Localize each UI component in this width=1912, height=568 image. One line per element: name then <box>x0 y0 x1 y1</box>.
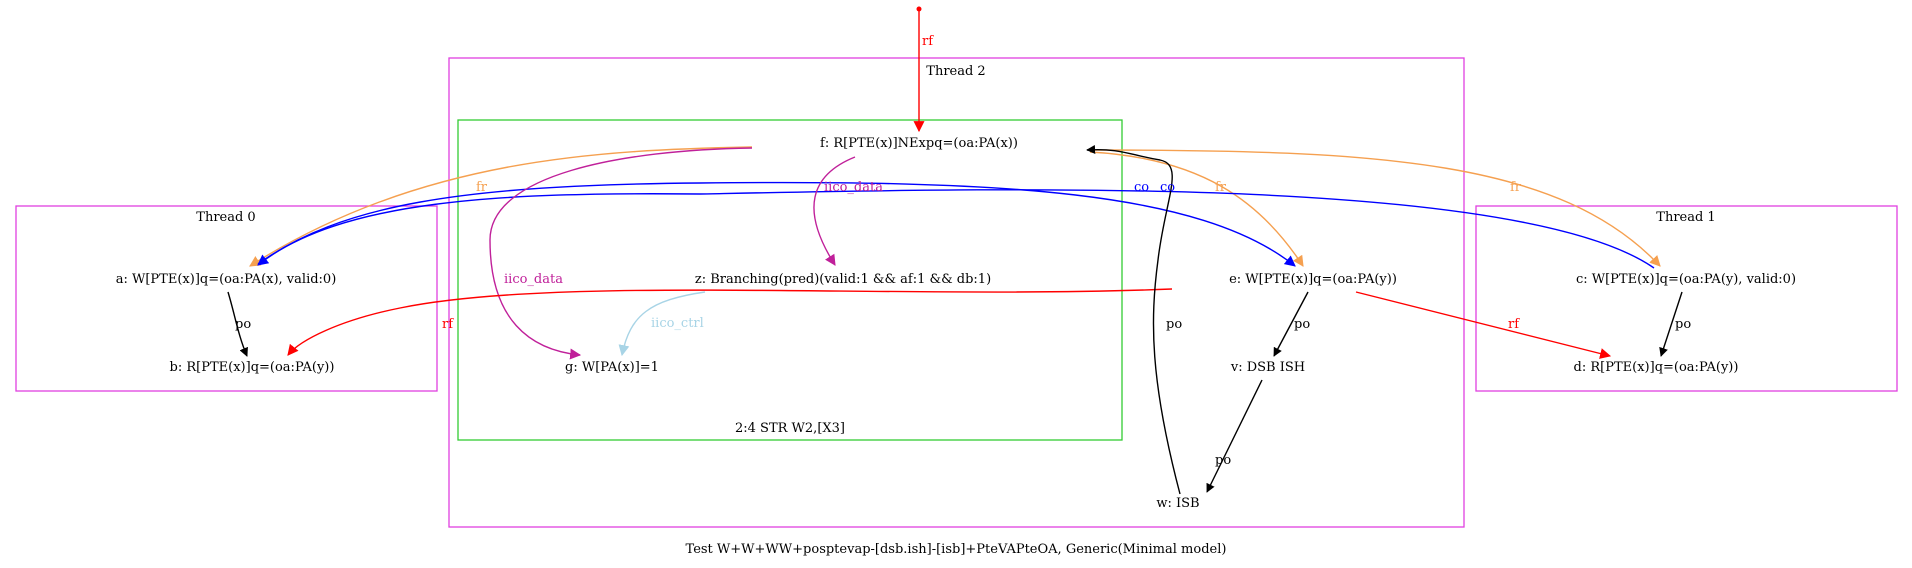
cluster-thread-1-label: Thread 1 <box>1656 210 1715 225</box>
edge-label-rf-b: rf <box>442 317 454 332</box>
edge-label-po-ev: po <box>1294 317 1310 332</box>
edge-label-co-2: co <box>1160 180 1175 195</box>
edge-fr-f-e <box>1089 151 1304 267</box>
edge-po-e-f <box>1089 102 1176 151</box>
edge-label-po-vw: po <box>1215 453 1231 468</box>
edge-label-iico-ctrl: iico_ctrl <box>651 316 704 331</box>
edge-po-w-f <box>1086 145 1181 495</box>
edge-po-a-b <box>227 291 248 357</box>
edge-label-rf-init: rf <box>922 34 934 49</box>
node-b: b: R[PTE(x)]q=(oa:PA(y)) <box>170 360 335 375</box>
edge-iico-data-f-z <box>813 156 856 266</box>
edge-label-iico-data-g: iico_data <box>504 272 563 287</box>
cluster-instruction: 2:4 STR W2,[X3] <box>457 119 1123 441</box>
edge-label-co-1: co <box>1134 180 1149 195</box>
cluster-thread-0: Thread 0 <box>15 205 438 392</box>
edge-rf-e-d <box>1355 291 1612 359</box>
node-c: c: W[PTE(x)]q=(oa:PA(y), valid:0) <box>1576 272 1796 287</box>
node-g: g: W[PA(x)]=1 <box>565 360 659 375</box>
edge-label-iico-data-z: iico_data <box>824 180 883 195</box>
node-w: w: ISB <box>1156 496 1199 511</box>
edge-co-a-e <box>257 181 1296 267</box>
edge-co-c-a <box>257 189 1655 269</box>
cluster-thread-2-label: Thread 2 <box>926 64 985 79</box>
initial-state-point <box>916 6 922 12</box>
node-e: e: W[PTE(x)]q=(oa:PA(y)) <box>1229 272 1397 287</box>
edge-rf-e-b <box>287 288 1173 356</box>
edge-label-fr-a: fr <box>476 180 488 195</box>
edge-label-po-ab: po <box>235 317 251 332</box>
cluster-thread-1: Thread 1 <box>1475 205 1898 392</box>
node-d: d: R[PTE(x)]q=(oa:PA(y)) <box>1574 360 1739 375</box>
edge-iico-data-f-g <box>489 147 753 360</box>
node-f: f: R[PTE(x)]NExpq=(oa:PA(x)) <box>820 136 1018 151</box>
edge-fr-f-c <box>1089 149 1661 267</box>
edge-iico-ctrl-z-g <box>618 291 706 357</box>
edge-label-fr-e: fr <box>1215 180 1227 195</box>
edge-fr-f-a <box>249 146 753 267</box>
node-z: z: Branching(pred)(valid:1 && af:1 && db… <box>695 272 991 287</box>
cluster-thread-0-label: Thread 0 <box>196 210 255 225</box>
node-a: a: W[PTE(x)]q=(oa:PA(x), valid:0) <box>116 272 337 287</box>
node-v: v: DSB ISH <box>1230 360 1305 375</box>
edge-label-po-wf: po <box>1166 317 1182 332</box>
edge-label-po-cd: po <box>1675 317 1691 332</box>
edge-label-rf-d: rf <box>1508 317 1520 332</box>
edge-po-c-d <box>1659 291 1683 357</box>
edge-po-v-w <box>1206 379 1263 493</box>
edge-po-e-v <box>1273 291 1309 357</box>
graph-caption: Test W+W+WW+posptevap-[dsb.ish]-[isb]+Pt… <box>686 542 1227 557</box>
cluster-thread-2: Thread 2 <box>448 57 1465 528</box>
cluster-instruction-label: 2:4 STR W2,[X3] <box>735 421 845 436</box>
edge-label-fr-c: fr <box>1510 180 1522 195</box>
